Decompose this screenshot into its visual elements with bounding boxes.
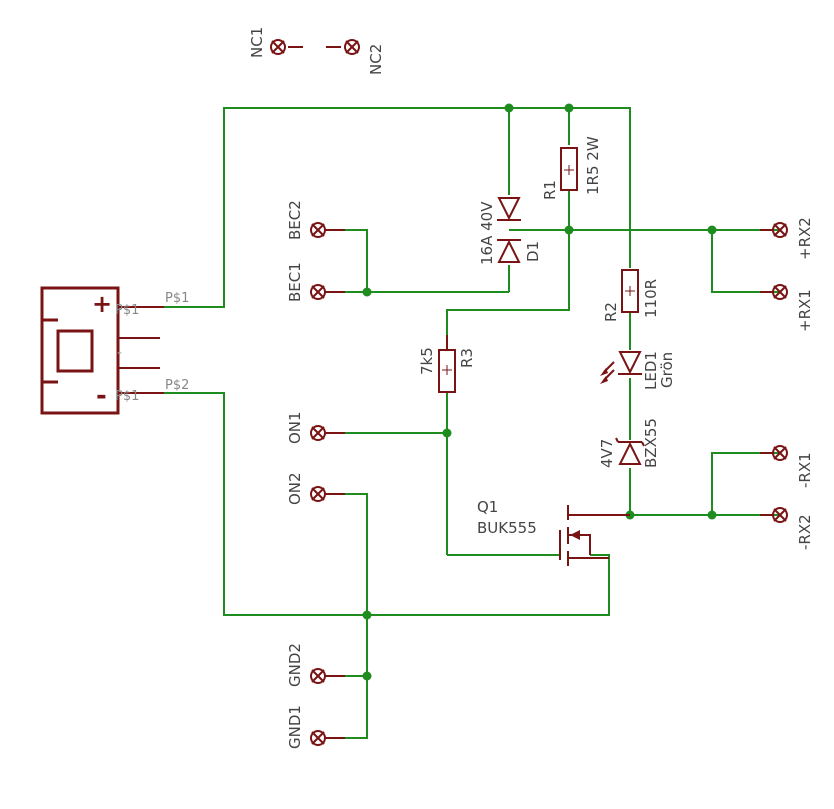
pad-nc1	[270, 39, 286, 55]
led-led1	[600, 351, 642, 384]
label-r3-value: 7k5	[418, 347, 436, 375]
label-d1-name: D1	[524, 241, 542, 262]
label-pin2: P$2	[165, 378, 189, 393]
pad-rx1-plus	[760, 284, 788, 300]
label-zener-name: BZX55	[642, 418, 660, 468]
pad-nc2	[344, 39, 360, 55]
pads	[270, 39, 788, 746]
label-connector-minus: -	[96, 381, 107, 411]
resistor-r2	[621, 269, 639, 313]
label-zener-value: 4V7	[598, 439, 616, 468]
connector-symbol	[40, 286, 164, 415]
label-d1-value: 16A 40V	[478, 201, 496, 265]
pad-on1	[310, 425, 345, 441]
label-pin2-dup: P$1	[115, 389, 139, 404]
label-rx2-plus: +RX2	[796, 217, 814, 260]
pad-gnd2	[310, 668, 345, 684]
pad-rx2-minus	[760, 507, 788, 523]
label-bec1: BEC1	[286, 262, 304, 302]
wires	[164, 46, 780, 739]
label-r2-value: 110R	[642, 279, 660, 318]
label-r2-name: R2	[602, 302, 620, 322]
label-connector-plus: +	[92, 290, 112, 318]
pad-rx2-plus	[760, 222, 788, 238]
label-connector-mid: -	[117, 345, 122, 361]
label-gnd1: GND1	[286, 705, 304, 749]
label-q1-name: Q1	[477, 498, 498, 516]
label-r1-value: 1R5 2W	[584, 136, 602, 195]
mosfet-q1	[559, 505, 630, 566]
label-rx1-minus: -RX1	[796, 452, 814, 488]
junction-dots	[362, 103, 717, 681]
label-q1-value: BUK555	[477, 519, 537, 537]
label-bec2: BEC2	[286, 200, 304, 240]
label-pin1: P$1	[165, 291, 189, 306]
resistor-r1	[560, 147, 578, 191]
label-led1-value: Grön	[658, 352, 676, 388]
label-r3-name: R3	[458, 348, 476, 368]
label-on2: ON2	[286, 472, 304, 505]
label-rx2-minus: -RX2	[796, 514, 814, 550]
label-led1-name: LED1	[642, 351, 660, 390]
label-pin1-dup: P$1	[115, 303, 139, 318]
label-nc1: NC1	[248, 27, 266, 58]
pad-gnd1	[310, 730, 345, 746]
label-on1: ON1	[286, 411, 304, 444]
label-r1-name: R1	[541, 180, 559, 200]
pad-bec1	[310, 284, 345, 300]
label-gnd2: GND2	[286, 643, 304, 687]
pad-on2	[310, 486, 345, 502]
resistor-r3	[438, 335, 456, 393]
label-rx1-plus: +RX1	[796, 289, 814, 332]
labels: NC1 NC2 BEC2 BEC1 ON1 ON2 GND2 GND1 +RX2…	[92, 27, 814, 749]
zener-bzx55	[615, 437, 645, 465]
diode-d1	[497, 197, 521, 263]
pad-rx1-minus	[760, 445, 788, 461]
label-nc2: NC2	[367, 44, 385, 75]
pad-bec2	[310, 222, 345, 238]
